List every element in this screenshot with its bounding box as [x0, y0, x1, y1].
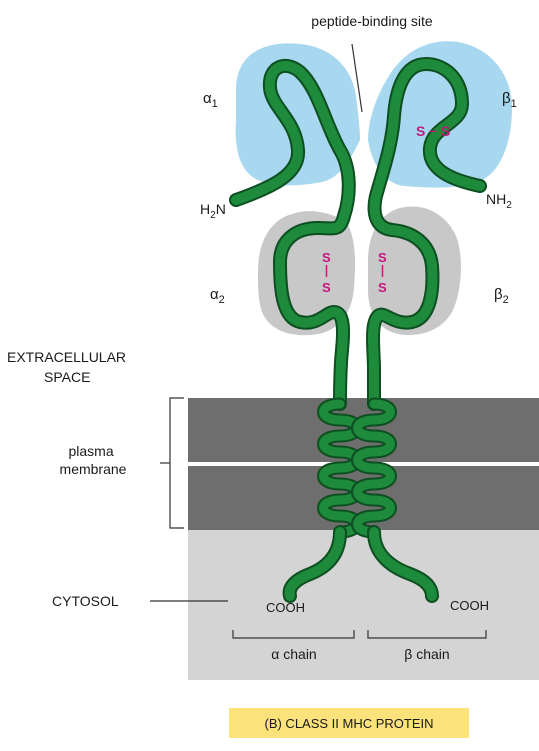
cooh-beta-label: COOH	[450, 598, 489, 613]
plasma-membrane-bracket	[160, 398, 184, 528]
svg-text:S: S	[441, 123, 450, 139]
caption-text: (B) CLASS II MHC PROTEIN	[264, 716, 433, 731]
extracellular-space-label: EXTRACELLULAR SPACE	[7, 349, 130, 385]
peptide-binding-site-label: peptide-binding site	[311, 13, 433, 29]
cytosol-label: CYTOSOL	[52, 593, 119, 609]
alpha-chain-label: α chain	[271, 646, 316, 662]
extracellular-region	[188, 140, 539, 398]
svg-text:S: S	[378, 250, 387, 265]
svg-text:S: S	[416, 123, 425, 139]
svg-text:S: S	[322, 280, 331, 295]
svg-text:S: S	[322, 250, 331, 265]
svg-text:S: S	[378, 280, 387, 295]
alpha1-label: α1	[203, 90, 218, 110]
disulfide-bond-beta1: S – S	[416, 122, 450, 139]
svg-text:–: –	[429, 122, 437, 138]
beta-chain-label: β chain	[404, 646, 449, 662]
cooh-alpha-label: COOH	[266, 600, 305, 615]
plasma-membrane-label: plasma membrane	[60, 443, 127, 477]
